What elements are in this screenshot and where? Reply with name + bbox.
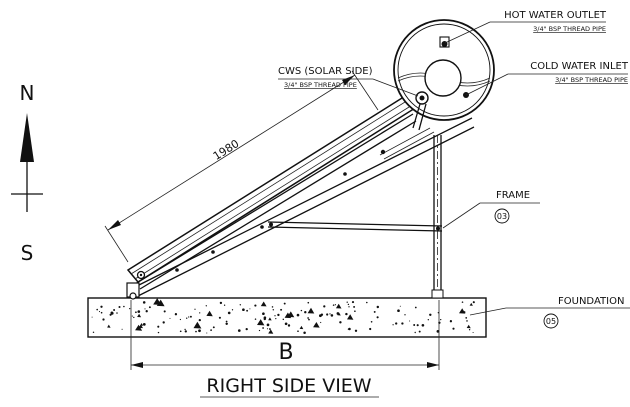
support-leg: [431, 135, 444, 299]
dimension-b-label: B: [278, 340, 293, 365]
foundation-callout-number: 05: [546, 317, 556, 326]
hot-water-outlet-label: HOT WATER OUTLET: [504, 10, 607, 21]
frame-label: FRAME: [496, 190, 530, 201]
cws-spec: 3/4" BSP THREAD PIPE: [284, 81, 357, 89]
north-label: N: [20, 81, 35, 105]
cws-label: CWS (SOLAR SIDE): [278, 66, 373, 77]
solar-collector: [126, 92, 422, 283]
frame-rails: [126, 113, 475, 300]
north-arrow-icon: [20, 113, 34, 162]
dimension-1980-label: 1980: [211, 137, 242, 163]
foundation-label: FOUNDATION: [558, 296, 624, 307]
horizontal-brace: [267, 221, 443, 232]
south-label: S: [21, 241, 34, 265]
annotations: HOT WATER OUTLET 3/4" BSP THREAD PIPE CO…: [278, 10, 630, 329]
hot-water-outlet-spec: 3/4" BSP THREAD PIPE: [533, 25, 606, 33]
dimension-b: B: [130, 300, 440, 370]
water-tank: [393, 19, 495, 131]
frame-callout-number: 03: [497, 212, 507, 221]
cold-water-inlet-spec: 3/4" BSP THREAD PIPE: [555, 76, 628, 84]
view-title-text: RIGHT SIDE VIEW: [206, 375, 371, 397]
cold-water-inlet-label: COLD WATER INLET: [530, 61, 629, 72]
foundation-slab: [87, 297, 487, 338]
compass: N S: [11, 81, 43, 265]
view-title: RIGHT SIDE VIEW: [200, 375, 379, 398]
